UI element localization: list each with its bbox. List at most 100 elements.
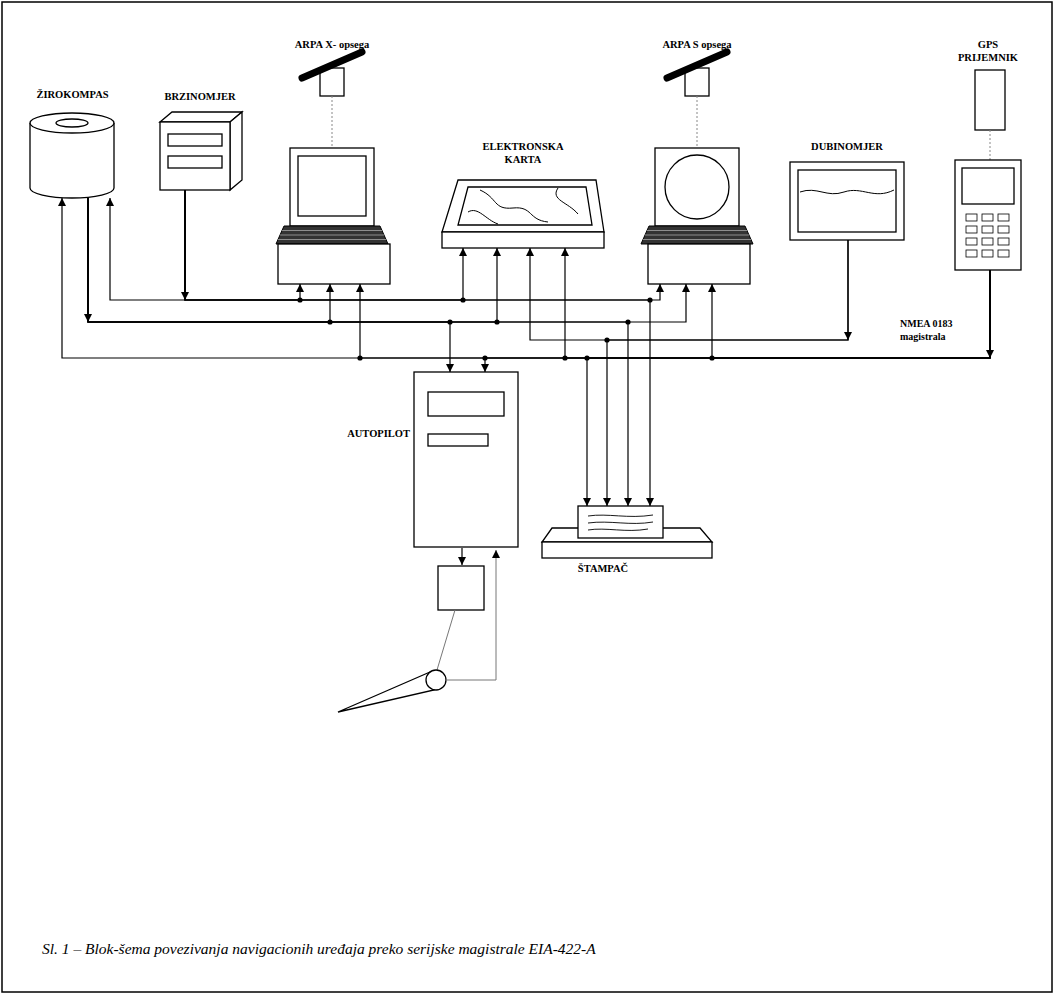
device-node: BRZINOMJER bbox=[150, 90, 250, 195]
device-node: ŽIROKOMPAS bbox=[20, 88, 125, 200]
device-label: BRZINOMJER bbox=[150, 90, 250, 103]
device-node: ŠTAMPAČ bbox=[538, 498, 718, 583]
bus-input-arrow bbox=[844, 332, 852, 340]
device-node: ARPA S opsega bbox=[632, 38, 762, 288]
gyrocompass-body bbox=[30, 123, 114, 198]
device-drawing bbox=[632, 38, 762, 288]
device-node: ARPA X- opsega bbox=[262, 38, 402, 288]
figure-caption: Sl. 1 – Blok-šema povezivanja navigacion… bbox=[42, 940, 1022, 958]
bus-junction bbox=[562, 355, 567, 360]
key-row bbox=[280, 235, 384, 236]
bus-junction bbox=[460, 297, 465, 302]
radar-screen bbox=[298, 156, 366, 216]
rudder-stock bbox=[426, 670, 446, 690]
device-label: ELEKTRONSKA KARTA bbox=[473, 140, 573, 166]
control-arrow bbox=[461, 548, 462, 565]
keypad-key bbox=[982, 214, 993, 221]
bus-junction bbox=[482, 355, 487, 360]
bus-junction bbox=[357, 355, 362, 360]
device-drawing bbox=[20, 88, 125, 200]
bus-label: NMEA 0183 magistrala bbox=[900, 318, 984, 343]
keypad-key bbox=[966, 250, 977, 257]
keyboard bbox=[276, 226, 388, 244]
bus-junction bbox=[647, 297, 652, 302]
console-base bbox=[278, 244, 390, 284]
bus-junction bbox=[297, 297, 302, 302]
gps-antenna bbox=[975, 70, 1005, 130]
autopilot-box bbox=[414, 372, 518, 547]
device-node: AUTOPILOT bbox=[338, 372, 522, 552]
keypad-key bbox=[966, 214, 977, 221]
shape-bounds bbox=[30, 113, 114, 198]
echo-sounder-screen bbox=[798, 170, 896, 232]
device-drawing bbox=[262, 38, 402, 288]
keypad-key bbox=[982, 250, 993, 257]
bus-connector bbox=[565, 248, 990, 358]
device-label: ARPA S opsega bbox=[632, 38, 762, 51]
device-label: DUBINOMJER bbox=[782, 140, 912, 153]
autopilot-display bbox=[428, 392, 504, 416]
keypad-key bbox=[966, 226, 977, 233]
bus-junction bbox=[625, 319, 630, 324]
rudder-feedback bbox=[446, 550, 496, 680]
device-node: GPS PRIJEMNIK bbox=[948, 38, 1028, 278]
device-node: DUBINOMJER bbox=[782, 140, 912, 245]
autopilot-indicator bbox=[428, 434, 488, 446]
display-window bbox=[168, 134, 222, 146]
printed-lines bbox=[588, 515, 653, 530]
device-label: ŠTAMPAČ bbox=[558, 562, 648, 575]
bus-junction bbox=[604, 337, 609, 342]
keypad-key bbox=[998, 238, 1009, 245]
keypad-key bbox=[998, 226, 1009, 233]
bus-connector bbox=[712, 270, 990, 358]
bus-connector bbox=[88, 198, 628, 506]
chart-display-top bbox=[442, 180, 604, 232]
keypad-key bbox=[982, 226, 993, 233]
echo-sounder-box bbox=[790, 162, 904, 240]
printer-front bbox=[542, 542, 712, 558]
gps-receiver bbox=[955, 160, 1021, 270]
rudder-link bbox=[437, 610, 455, 670]
bus-junction bbox=[584, 355, 589, 360]
antenna-array bbox=[302, 52, 362, 78]
bus-input-arrow bbox=[181, 292, 189, 300]
box-top bbox=[160, 112, 242, 122]
bus-junction bbox=[494, 319, 499, 324]
key-row bbox=[645, 235, 749, 236]
steering-actuator bbox=[438, 566, 484, 610]
device-label: ARPA X- opsega bbox=[262, 38, 402, 51]
console-base bbox=[648, 244, 750, 284]
bus-input-arrow bbox=[986, 350, 994, 358]
bus-connector bbox=[587, 270, 990, 506]
radar-screen bbox=[665, 155, 729, 219]
bus-junction bbox=[709, 355, 714, 360]
key-row bbox=[282, 230, 382, 231]
device-drawing bbox=[338, 372, 522, 552]
keypad-key bbox=[998, 250, 1009, 257]
radar-monitor bbox=[655, 148, 739, 226]
key-row bbox=[647, 230, 747, 231]
antenna-cable bbox=[697, 96, 698, 148]
bus-junction bbox=[447, 319, 452, 324]
gps-screen bbox=[962, 168, 1014, 204]
device-node: ELEKTRONSKA KARTA bbox=[438, 140, 608, 255]
bus-junction bbox=[327, 319, 332, 324]
display-window bbox=[168, 156, 222, 168]
device-label: ŽIROKOMPAS bbox=[20, 88, 125, 101]
coastline bbox=[468, 188, 578, 224]
bus-connector bbox=[607, 240, 848, 506]
shape-bounds bbox=[442, 180, 604, 248]
bus-connector bbox=[485, 270, 990, 372]
antenna-cable bbox=[332, 96, 333, 148]
device-drawing bbox=[948, 38, 1028, 278]
keypad-key bbox=[982, 238, 993, 245]
keypad-key bbox=[966, 238, 977, 245]
chart-display-front bbox=[442, 232, 604, 248]
rudder-blade bbox=[338, 672, 434, 712]
gyrocompass-ring bbox=[56, 119, 88, 127]
key-row bbox=[278, 239, 386, 240]
radar-monitor bbox=[290, 148, 374, 226]
